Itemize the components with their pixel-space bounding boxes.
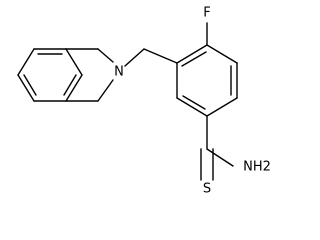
bond [206, 44, 238, 64]
aromatic-bond [23, 74, 37, 96]
sulfur-label: S [203, 182, 211, 197]
amine-label: NH2 [243, 160, 271, 175]
nitrogen-label: N [114, 65, 124, 80]
bond [17, 48, 35, 76]
aromatic-bond [63, 74, 77, 96]
molecule-canvas: N F S NH2 [17, 5, 271, 197]
bond [124, 48, 145, 67]
bond [176, 97, 208, 117]
bond [97, 79, 114, 102]
bond [206, 97, 238, 117]
molecule-structure: N F S NH2 [17, 6, 271, 197]
bond [65, 48, 83, 76]
bond [176, 44, 208, 64]
bond [65, 74, 83, 102]
bond [97, 48, 114, 63]
fluorine-label: F [203, 6, 210, 21]
bond [17, 74, 35, 102]
bond [143, 48, 178, 64]
aromatic-bond [182, 95, 206, 110]
aromatic-bond [181, 51, 207, 67]
bond [206, 148, 234, 167]
